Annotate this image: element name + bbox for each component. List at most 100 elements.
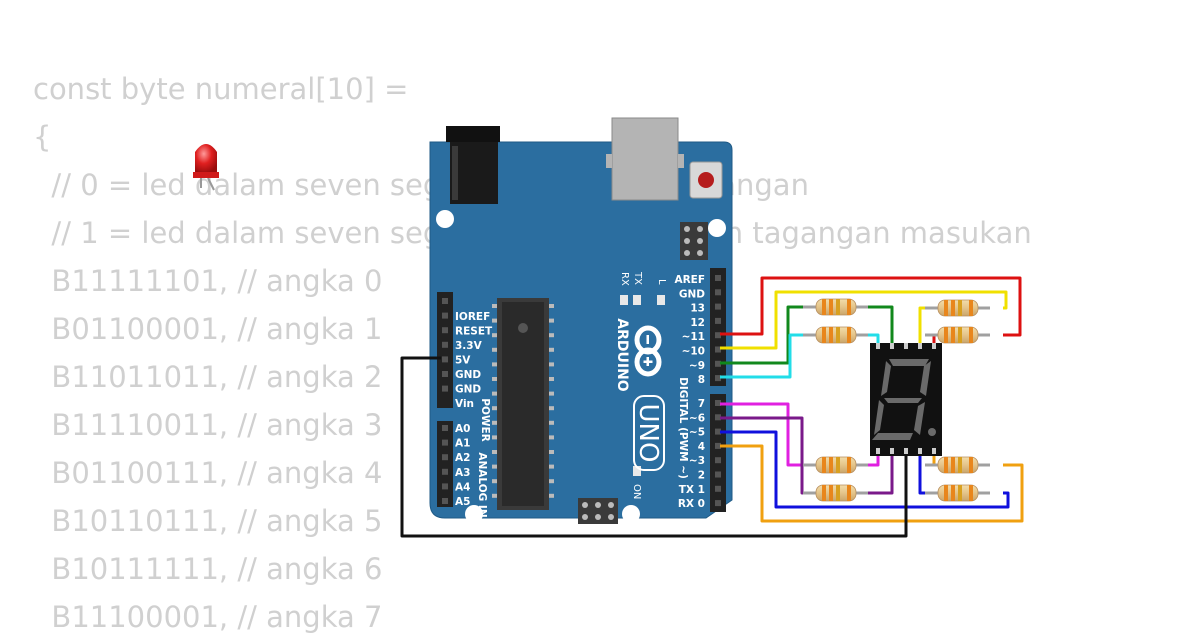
wire-orange[interactable] [720,444,1024,523]
code-line: const byte numeral[10] = [33,72,409,106]
mounting-hole [465,505,483,523]
pin-label: 12 [690,317,705,329]
digital-header-bottom[interactable] [710,394,726,512]
chip-pin [492,347,497,352]
display-segment-f [881,361,891,396]
digital-header-pins [715,275,721,507]
resistor[interactable] [803,456,868,474]
pin-label: A1 [455,438,470,450]
header-pin [715,500,721,507]
display-pin [932,448,936,454]
chip-pin [549,391,554,396]
chip-pin [492,362,497,367]
wire-purple[interactable] [720,416,804,495]
display-segment-d [872,433,913,440]
power-header[interactable] [437,292,453,408]
pin-label: ~3 [689,455,705,467]
chip-pin [492,493,497,498]
code-line: B10111111, // angka 6 [33,552,383,586]
chip-pin [549,347,554,352]
display-pin [890,448,894,454]
wire-blue-to-segment[interactable] [918,452,925,495]
header-pin [442,312,448,319]
header-pin [715,346,721,353]
analog-header[interactable] [437,421,453,507]
pin-label: 3.3V [455,340,483,352]
pin-label: AREF [674,274,705,286]
wire-green[interactable] [720,305,803,365]
header-pin [715,457,721,464]
resistor[interactable] [803,326,868,344]
header-pin [715,485,721,492]
display-segment-c [914,402,925,435]
wire-yellow-to-segment[interactable] [918,306,925,346]
wire-blue[interactable] [720,430,1010,509]
resistor[interactable] [925,326,990,344]
chip-pin [492,479,497,484]
pin-label: 7 [698,398,705,410]
l-led-label: L [656,279,667,285]
wire-cyan-to-segment[interactable] [868,333,880,346]
seven-segment-display[interactable] [870,343,942,456]
resistor[interactable] [803,298,868,316]
wire-green-to-segment[interactable] [868,305,894,346]
code-line: { [33,120,52,154]
header-pin [715,400,721,406]
chip-pin [549,450,554,454]
resistor[interactable] [925,299,990,317]
resistor[interactable] [803,484,868,502]
chip-pin [492,406,497,411]
display-pin [904,343,908,349]
display-pins-top [876,343,936,349]
on-led-label: ON [631,484,642,499]
display-segments [872,359,931,440]
atmega-chip [497,298,549,510]
chip-pin [492,464,497,469]
chip-pin [549,406,554,411]
wire-black-ground[interactable] [400,356,908,538]
pin-label: ~10 [682,346,705,358]
resistor[interactable] [925,484,990,502]
chip-pin [492,435,497,440]
chip-pin [492,333,497,338]
chip-pin [549,333,554,338]
chip-pin [492,304,497,308]
code-line: B01100111, // angka 4 [33,456,383,490]
analog-header-pins [442,425,448,504]
pin-label: ~6 [689,412,705,424]
wire-cyan[interactable] [720,333,803,379]
wire-yellow[interactable] [720,290,1008,350]
wire-red[interactable] [720,276,1022,337]
icsp-header-bottom [578,498,618,524]
dc-power-jack [446,126,500,204]
tx-led-label: TX [632,271,643,285]
power-header-pins [442,298,448,392]
display-pin [932,343,936,349]
digital-header-top[interactable] [710,268,726,386]
pin-label: TX 1 [679,484,705,496]
wire-magenta[interactable] [720,402,803,467]
chip-pin [549,435,554,440]
chip-pin [492,450,497,454]
pin-label: A0 [455,423,470,435]
chip-pin [549,318,554,323]
chip-pin [549,420,554,425]
pin-label: GND [455,369,481,381]
display-pin [876,448,880,454]
display-segment-e [874,400,884,435]
header-pin [715,275,721,281]
red-led[interactable] [193,144,219,191]
pin-label: IOREF [455,311,490,323]
wire-purple-to-segment[interactable] [868,452,894,495]
resistors[interactable] [803,298,990,502]
pin-label: A5 [455,496,470,508]
chip-pin [549,479,554,484]
header-pin [715,442,721,449]
wire-magenta-to-segment[interactable] [868,452,880,467]
display-pins-bottom [876,448,936,454]
reset-button[interactable] [689,161,723,199]
resistor[interactable] [925,456,990,474]
pin-label: A4 [455,481,470,493]
